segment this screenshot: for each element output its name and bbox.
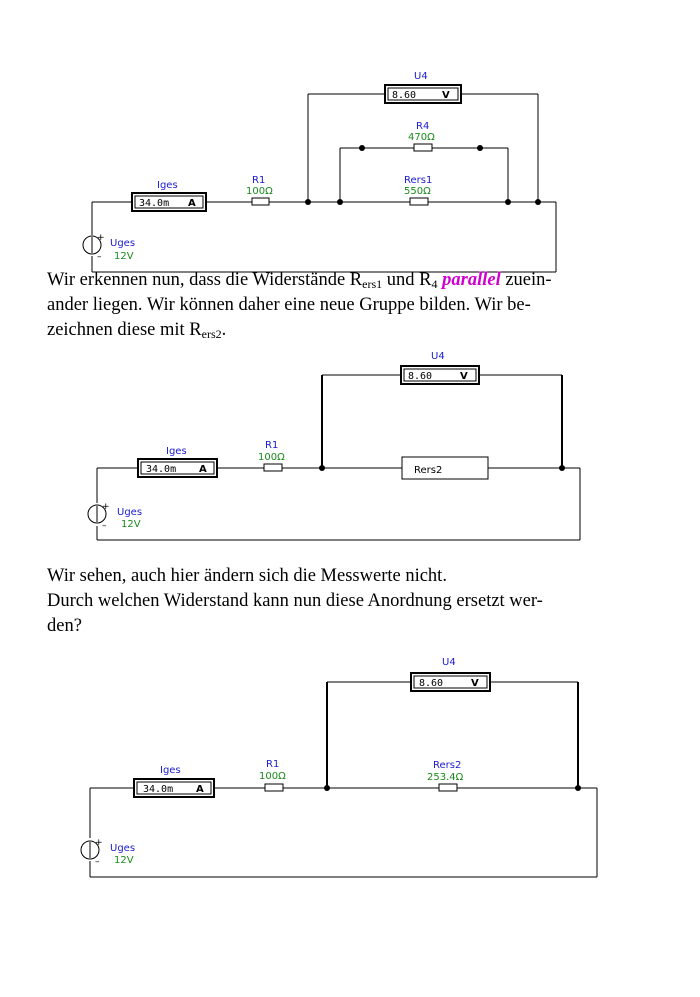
ammeter-unit: A [196,784,204,795]
rers1-label: Rers1 [404,175,432,186]
source-label: Uges [110,843,135,854]
source-minus: – [102,521,107,531]
junction-dot [319,465,325,471]
voltmeter-unit: V [471,678,479,689]
r4-value: 470Ω [408,132,435,143]
paragraph-line: Durch welchen Widerstand kann nun diese … [47,591,543,611]
paragraph-question: Wir sehen, auch hier ändern sich die Mes… [47,564,653,639]
r1-label: R1 [266,759,279,770]
paragraph-line: den? [47,616,82,636]
voltmeter-value: 8.60 [392,90,416,101]
junction-dot [559,465,565,471]
source-value: 12V [121,519,141,530]
emphasis-parallel: parallel [442,270,501,290]
resistor-rers2-box: Rers2 [401,456,489,480]
r1-value: 100Ω [259,771,286,782]
source-label: Uges [110,238,135,249]
source-value: 12V [114,855,134,866]
voltage-source: + – Uges 12V [87,502,142,531]
resistor-r1: R1 100Ω [258,440,285,472]
voltmeter-u4: 8.60 V U4 [410,657,491,692]
paragraph-line: ander liegen. Wir können daher eine neue… [47,295,531,315]
source-minus: – [95,857,100,867]
junction-dot [505,199,511,205]
junction-dot [337,199,343,205]
source-plus: + [97,233,105,243]
r1-label: R1 [252,175,265,186]
paragraph-parallel: Wir erkennen nun, dass die Widerstände R… [47,268,653,343]
junction-dot [535,199,541,205]
r1-value: 100Ω [246,186,273,197]
r4-label: R4 [416,121,429,132]
ammeter-iges: 34.0m A Iges [137,446,218,478]
ammeter-value: 34.0m [146,464,176,475]
ammeter-value: 34.0m [143,784,173,795]
rers2-label: Rers2 [433,760,461,771]
circuit-diagram-1: 8.60 V U4 R4 470Ω Rers1 550Ω 34.0m A Ige… [82,71,557,273]
ammeter-iges: 34.0m A Iges [131,180,207,212]
rers1-value: 550Ω [404,186,431,197]
voltmeter-label: U4 [431,351,445,362]
ammeter-value: 34.0m [139,198,169,209]
rers2-value: 253.4Ω [427,772,464,783]
voltmeter-u4: 8.60 V U4 [384,71,462,104]
ammeter-unit: A [199,464,207,475]
voltage-source: + – Uges 12V [80,838,135,867]
rers2-box-label: Rers2 [414,465,442,476]
junction-dot [359,145,365,151]
source-value: 12V [114,251,134,262]
voltmeter-value: 8.60 [419,678,443,689]
ammeter-iges: 34.0m A Iges [133,765,215,798]
voltmeter-unit: V [442,90,450,101]
source-minus: – [97,252,102,262]
junction-dot [305,199,311,205]
resistor-rers2: Rers2 253.4Ω [427,760,464,792]
resistor-r4: R4 470Ω [408,121,435,152]
source-plus: + [102,502,110,512]
voltmeter-label: U4 [442,657,456,668]
voltmeter-label: U4 [414,71,428,82]
voltmeter-u4: 8.60 V U4 [400,351,480,385]
resistor-r1: R1 100Ω [246,175,273,206]
source-label: Uges [117,507,142,518]
voltage-source: + – Uges 12V [82,233,135,262]
resistor-r1: R1 100Ω [259,759,286,792]
r1-label: R1 [265,440,278,451]
resistor-rers1: Rers1 550Ω [404,175,432,206]
r1-value: 100Ω [258,452,285,463]
voltmeter-value: 8.60 [408,371,432,382]
paragraph-line: zeichnen diese mit Rers2. [47,320,227,341]
circuit-diagram-3: 8.60 V U4 Rers2 253.4Ω 34.0m A Iges R1 1… [80,657,598,878]
circuit-diagram-2: 8.60 V U4 Rers2 34.0m A Iges R1 100Ω + –… [87,351,581,541]
ammeter-label: Iges [160,765,181,776]
voltmeter-unit: V [460,371,468,382]
ammeter-unit: A [188,198,196,209]
source-plus: + [95,838,103,848]
ammeter-label: Iges [157,180,178,191]
paragraph-line: Wir sehen, auch hier ändern sich die Mes… [47,566,447,586]
paragraph-line: Wir erkennen nun, dass die Widerstände R… [47,270,552,291]
junction-dot [575,785,581,791]
junction-dot [324,785,330,791]
ammeter-label: Iges [166,446,187,457]
junction-dot [477,145,483,151]
